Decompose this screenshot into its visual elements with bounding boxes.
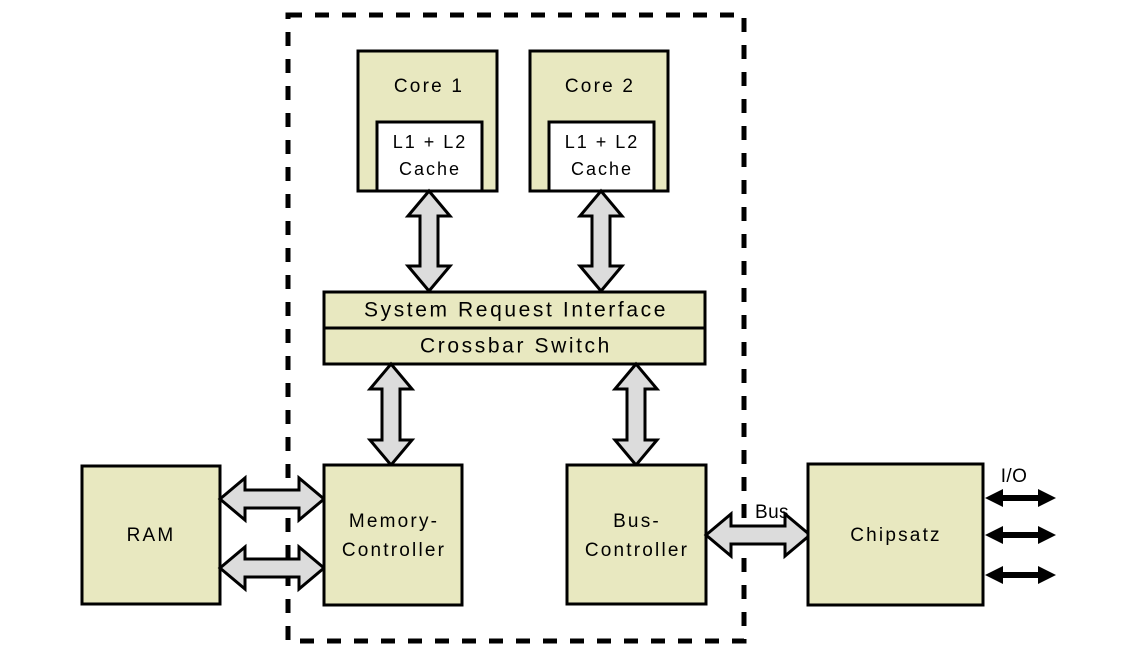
system-request-interface-box[interactable] bbox=[322, 290, 707, 330]
core2-label: Core 2 bbox=[565, 76, 635, 97]
system-request-interface-label: System Request Interface bbox=[364, 299, 668, 322]
io-arrow-2 bbox=[985, 526, 1056, 544]
bus-controller-box[interactable] bbox=[565, 463, 708, 606]
memory-controller-box[interactable] bbox=[322, 463, 464, 607]
chipset-label: Chipsatz bbox=[850, 525, 942, 546]
crossbar-switch-box[interactable] bbox=[322, 326, 707, 366]
arrow-crossbar-to-bus-controller bbox=[611, 361, 661, 468]
cache2-label-line2: Cache bbox=[571, 159, 633, 179]
io-arrow-3 bbox=[985, 566, 1056, 584]
arrow-crossbar-to-memory-controller bbox=[366, 361, 416, 468]
core1-label: Core 1 bbox=[394, 76, 464, 97]
io-label: I/O bbox=[1001, 466, 1028, 487]
cpu-die-boundary bbox=[285, 12, 747, 644]
memory-controller-label-line1: Memory- bbox=[349, 511, 439, 532]
chipset-box[interactable] bbox=[806, 462, 985, 607]
memory-controller-label-line2: Controller bbox=[342, 540, 446, 561]
ram-box[interactable] bbox=[80, 464, 222, 606]
arrow-ram-memctrl-upper bbox=[217, 474, 327, 524]
arrow-core1-to-sri bbox=[404, 188, 454, 294]
arrow-core2-to-sri bbox=[576, 188, 626, 294]
cache1-label-line2: Cache bbox=[399, 159, 461, 179]
cache2-label-line1: L1 + L2 bbox=[565, 132, 640, 152]
io-arrow-1 bbox=[985, 489, 1056, 507]
cache1-label-line1: L1 + L2 bbox=[393, 132, 468, 152]
crossbar-switch-label: Crossbar Switch bbox=[420, 335, 612, 358]
arrow-ram-memctrl-lower bbox=[217, 543, 327, 593]
ram-label: RAM bbox=[127, 525, 176, 546]
bus-controller-label-line2: Controller bbox=[585, 540, 689, 561]
bus-controller-label-line1: Bus- bbox=[613, 511, 661, 532]
cache1-box[interactable] bbox=[375, 120, 484, 193]
bus-label: Bus bbox=[755, 502, 789, 523]
